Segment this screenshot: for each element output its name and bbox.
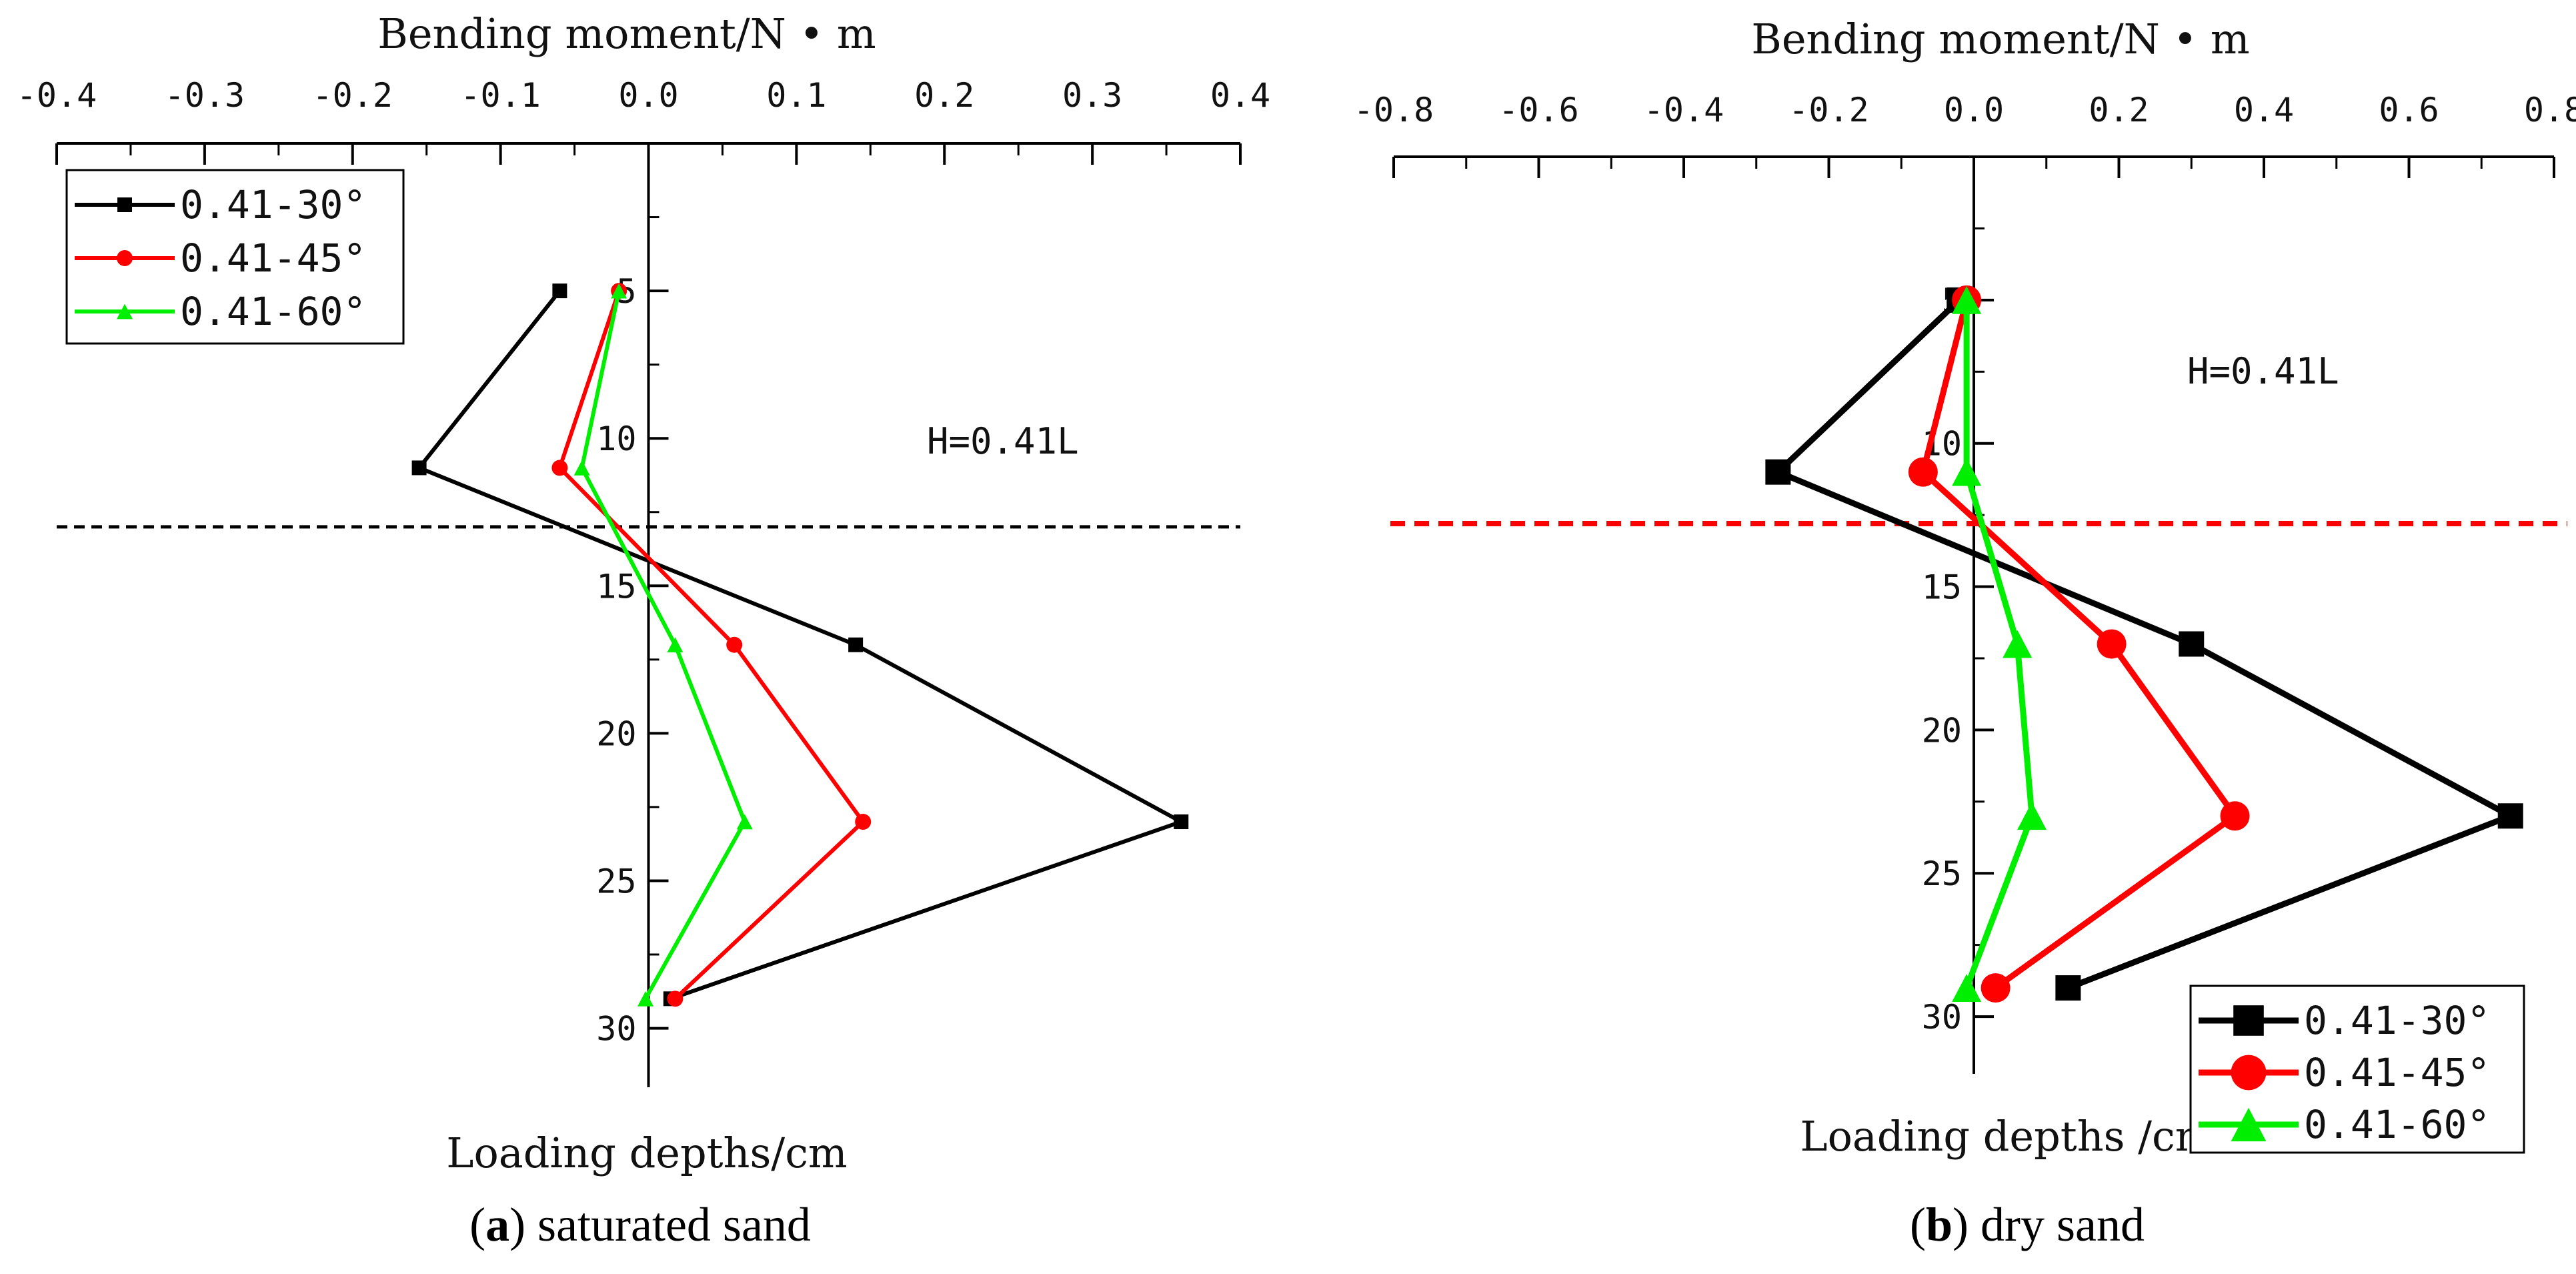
- legend-marker: [117, 250, 133, 266]
- legend-marker: [117, 197, 132, 212]
- data-point-series-2: [2220, 801, 2250, 831]
- y-tick-label: 15: [596, 567, 636, 606]
- x-tick-label: 0.6: [2379, 91, 2439, 129]
- legend: 0.41-30° 0.41-45° 0.41-60°: [65, 169, 405, 345]
- x-tick-label: 0.2: [2089, 91, 2149, 129]
- data-point-series-2: [667, 991, 684, 1007]
- x-tick-label: -0.2: [1788, 91, 1868, 129]
- x-tick-label: 0.0: [1944, 91, 2004, 129]
- data-point-series-3: [1952, 458, 1982, 486]
- data-point-series-1: [411, 460, 427, 476]
- legend-label: 0.41-45°: [2304, 1050, 2490, 1095]
- data-point-series-1: [2055, 975, 2081, 1001]
- legend-marker: [2231, 1107, 2267, 1142]
- x-tick-label: 0.8: [2524, 91, 2576, 129]
- panel-caption: (a) saturated sand: [469, 1198, 811, 1251]
- data-point-series-1: [848, 637, 864, 652]
- y-axis-title: Loading depths/cm: [446, 1129, 847, 1177]
- data-point-series-3: [2003, 630, 2033, 658]
- legend-label: 0.41-30°: [2304, 998, 2490, 1043]
- x-tick-label: 0.2: [914, 76, 974, 115]
- annotation-h: H=0.41L: [2187, 350, 2339, 392]
- panel-a-saturated-sand: -0.4-0.3-0.2-0.10.00.10.20.30.4510152025…: [17, 9, 1270, 1251]
- y-tick-label: 20: [596, 714, 636, 753]
- legend-marker: [117, 303, 133, 320]
- x-tick-label: -0.2: [313, 76, 393, 115]
- data-point-series-3: [611, 283, 627, 299]
- legend-label: 0.41-60°: [2304, 1102, 2490, 1147]
- panel-b-dry-sand: -0.8-0.6-0.4-0.20.00.20.40.60.8510152025…: [1354, 15, 2576, 1251]
- y-axis-title: Loading depths /cm: [1800, 1112, 2214, 1161]
- x-tick-label: 0.3: [1062, 76, 1122, 115]
- x-axis-title: Bending moment/N • m: [377, 9, 876, 58]
- x-tick-label: -0.3: [165, 76, 245, 115]
- legend-marker: [2231, 1055, 2267, 1091]
- data-point-series-1: [2179, 631, 2205, 657]
- data-point-series-3: [1952, 285, 1982, 314]
- data-point-series-3: [1952, 974, 1982, 1002]
- legend: 0.41-30° 0.41-45° 0.41-60°: [2189, 985, 2525, 1154]
- panel-caption: (b) dry sand: [1910, 1198, 2145, 1251]
- data-point-series-1: [2497, 803, 2523, 829]
- data-point-series-1: [552, 283, 567, 299]
- data-point-series-2: [551, 460, 568, 476]
- data-point-series-3: [573, 460, 590, 476]
- series-line-1: [417, 289, 1184, 1001]
- legend-label: 0.41-60°: [180, 289, 366, 334]
- annotation-h: H=0.41L: [927, 420, 1079, 462]
- data-point-series-3: [637, 991, 654, 1007]
- x-tick-label: -0.6: [1498, 91, 1578, 129]
- data-point-series-3: [667, 637, 684, 653]
- legend-marker: [2233, 1005, 2264, 1036]
- y-tick-label: 25: [596, 862, 636, 900]
- x-tick-label: -0.8: [1354, 91, 1434, 129]
- x-tick-label: -0.4: [1644, 91, 1724, 129]
- data-point-series-1: [1765, 459, 1791, 485]
- legend-label: 0.41-45°: [180, 235, 366, 281]
- x-tick-label: 0.0: [618, 76, 678, 115]
- data-point-series-1: [1174, 814, 1189, 830]
- y-tick-label: 15: [1922, 568, 1962, 607]
- legend-label: 0.41-30°: [180, 182, 366, 227]
- data-point-series-3: [736, 814, 753, 830]
- y-tick-label: 20: [1922, 711, 1962, 750]
- x-tick-label: -0.4: [17, 76, 97, 115]
- x-axis-title: Bending moment/N • m: [1751, 15, 2249, 63]
- data-point-series-2: [1981, 973, 2011, 1003]
- data-point-series-2: [1908, 457, 1938, 487]
- x-tick-label: 0.1: [766, 76, 826, 115]
- data-point-series-2: [855, 814, 872, 830]
- x-tick-label: 0.4: [2234, 91, 2294, 129]
- data-point-series-2: [2097, 629, 2127, 659]
- x-tick-label: 0.4: [1210, 76, 1270, 115]
- y-tick-label: 10: [596, 420, 636, 458]
- y-tick-label: 30: [1922, 998, 1962, 1037]
- y-tick-label: 25: [1922, 854, 1962, 893]
- data-point-series-3: [2017, 802, 2047, 830]
- x-tick-label: -0.1: [460, 76, 540, 115]
- y-tick-label: 30: [596, 1010, 636, 1049]
- data-point-series-2: [726, 636, 743, 653]
